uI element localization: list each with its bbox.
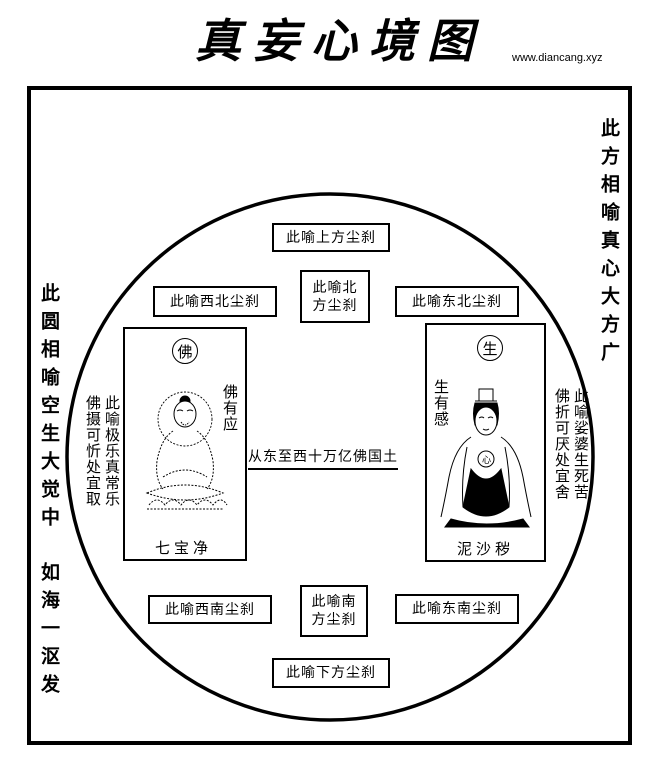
buddha-figure-icon [145,391,228,510]
box-north: 此喻北方尘刹 [300,270,370,323]
box-up: 此喻上方尘刹 [272,223,390,252]
buddha-badge: 佛 [172,338,198,364]
page-title: 真妄心境图 [195,14,485,68]
heart-glyph: 心 [482,455,491,466]
left-side-text-2: 如海一沤发 [38,562,60,702]
being-side-note: 生有感 [432,379,450,427]
right-note-col1: 此喻娑婆生死苦 [572,388,590,500]
being-figure-icon: 心 [440,388,532,528]
being-panel: 生 生有感 心 泥沙秽 [425,323,546,562]
emptiness-circle [65,192,595,722]
left-side-text-1: 此圆相喻空生大觉中 [38,283,60,535]
center-distance-label: 从东至西十万亿佛国土 [248,446,398,470]
right-side-text: 此方相喻真心大方广 [598,118,620,370]
being-caption: 泥沙秽 [457,540,515,558]
site-watermark: www.diancang.xyz [512,52,603,64]
right-note-col2: 佛折可厌处宜舍 [553,388,571,500]
outer-square-frame [27,86,632,745]
left-note-col2: 佛摄可忻处宜取 [84,395,102,507]
box-northwest: 此喻西北尘刹 [153,286,277,317]
box-southwest: 此喻西南尘刹 [148,595,272,624]
box-south: 此喻南方尘刹 [300,585,368,637]
being-badge: 生 [477,335,503,361]
box-southeast: 此喻东南尘刹 [395,594,519,624]
box-northeast: 此喻东北尘刹 [395,286,519,317]
buddha-panel: 佛 佛有应 七宝净 [123,327,247,561]
buddha-caption: 七宝净 [155,539,213,557]
box-down: 此喻下方尘刹 [272,658,390,688]
buddha-side-note: 佛有应 [221,384,239,432]
left-note-col1: 此喻极乐真常乐 [103,395,121,507]
